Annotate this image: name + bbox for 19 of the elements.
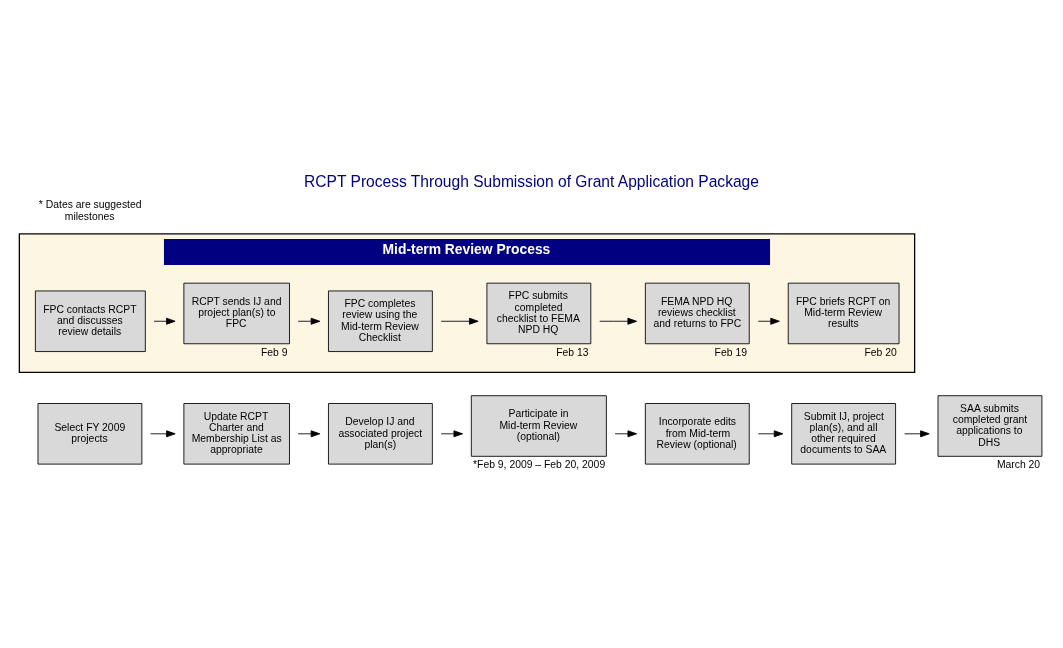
diagram-title: RCPT Process Through Submission of Grant Application Package [304,172,759,190]
node-label: *Feb 9, 2009 – Feb 20, 2009 [473,458,606,470]
node-label: Feb 20 [864,346,897,358]
arrow [614,429,638,437]
arrow [440,429,463,437]
arrow [297,317,321,325]
arrow [153,317,176,325]
node-label: Feb 13 [556,346,589,358]
arrow [599,317,637,325]
label: * Dates are suggested milestones [38,198,142,222]
arrow [150,429,176,437]
arrow [440,317,479,325]
node-label: March 20 [996,458,1041,470]
arrow [904,429,930,437]
arrow [757,429,784,437]
arrow [297,429,321,437]
arrow [757,317,780,325]
node-label: Feb 19 [714,346,747,358]
node-label: Feb 9 [260,346,288,358]
